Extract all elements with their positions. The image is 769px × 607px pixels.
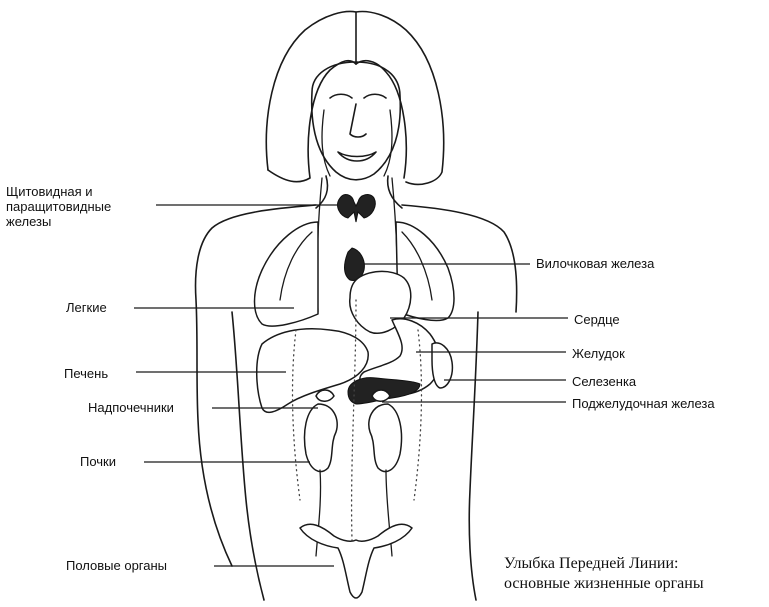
label-kidneys: Почки xyxy=(80,454,116,469)
label-genitals: Половые органы xyxy=(66,558,167,573)
label-liver: Печень xyxy=(64,366,108,381)
neck-right xyxy=(388,176,402,208)
label-thymus: Вилочковая железа xyxy=(536,256,654,271)
thyroid-gland xyxy=(338,195,376,222)
channel-face-left xyxy=(322,110,330,176)
left-eye xyxy=(330,94,352,98)
right-eye xyxy=(364,94,386,98)
left-adrenal xyxy=(316,390,334,401)
nose xyxy=(350,104,366,137)
label-adrenals: Надпочечники xyxy=(88,400,174,415)
spleen xyxy=(432,343,452,388)
label-thyroid: Щитовидная и паращитовидные железы xyxy=(6,184,111,229)
right-torso-side xyxy=(469,312,478,600)
label-pancreas: Поджелудочная железа xyxy=(572,396,715,411)
right-adrenal xyxy=(372,390,390,401)
label-spleen: Селезенка xyxy=(572,374,636,389)
right-kidney xyxy=(369,404,402,472)
label-thyroid-line1: Щитовидная и xyxy=(6,184,111,199)
genital-organs xyxy=(300,524,412,598)
label-stomach: Желудок xyxy=(572,346,625,361)
caption-line1: Улыбка Передней Линии: xyxy=(504,554,704,574)
label-heart: Сердце xyxy=(574,312,620,327)
label-thyroid-line3: железы xyxy=(6,214,111,229)
figure-caption: Улыбка Передней Линии: основные жизненны… xyxy=(504,554,704,594)
mouth xyxy=(338,152,376,161)
caption-line2: основные жизненные органы xyxy=(504,574,704,594)
hair-outline xyxy=(266,12,443,185)
channel-face-right xyxy=(384,110,392,176)
label-thyroid-line2: паращитовидные xyxy=(6,199,111,214)
label-lungs: Легкие xyxy=(66,300,107,315)
